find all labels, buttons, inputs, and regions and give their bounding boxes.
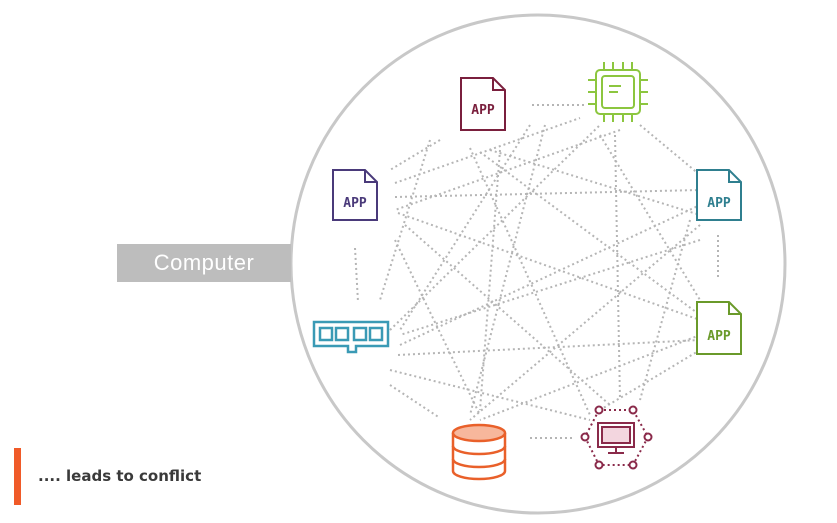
connector-lines	[354, 104, 719, 439]
connector-line	[479, 151, 701, 316]
app-file-icon-left: APP	[332, 169, 378, 221]
connector-line	[469, 124, 546, 416]
connector-line	[479, 149, 501, 411]
connector-line	[614, 134, 621, 401]
connector-line	[389, 124, 601, 331]
connector-line	[394, 189, 701, 198]
connector-line	[469, 224, 701, 421]
connector-line	[639, 124, 701, 176]
app-file-right-lower-label: APP	[707, 329, 731, 344]
app-file-right-label: APP	[707, 196, 731, 211]
app-file-icon-right: APP	[696, 169, 742, 221]
app-file-icon-right-lower: APP	[696, 301, 742, 355]
monitor-network-icon	[580, 405, 653, 470]
connector-line	[489, 149, 701, 216]
computer-boundary-circle	[289, 13, 787, 515]
accent-bar	[14, 448, 21, 505]
app-file-left-label: APP	[343, 196, 367, 211]
computer-label: Computer	[117, 244, 291, 282]
connector-line	[399, 204, 701, 346]
connector-line	[404, 224, 611, 406]
connector-line	[479, 334, 701, 421]
connector-line	[599, 349, 701, 411]
connector-line	[469, 147, 591, 416]
connector-line	[399, 239, 701, 336]
connector-line	[389, 139, 441, 171]
connector-line	[639, 219, 691, 401]
connector-line	[397, 339, 701, 356]
connector-line	[397, 212, 701, 321]
connector-line	[389, 384, 441, 419]
connector-line	[389, 369, 591, 421]
app-file-top-label: APP	[471, 103, 495, 118]
cpu-chip-icon	[588, 62, 648, 122]
connector-line	[394, 129, 621, 211]
app-file-icon-top: APP	[460, 77, 506, 131]
connector-line	[354, 247, 359, 303]
ram-module-icon	[312, 320, 390, 354]
connector-line	[399, 124, 531, 331]
conflict-caption: .... leads to conflict	[38, 467, 202, 485]
connector-line	[379, 139, 431, 301]
connector-line	[599, 134, 701, 301]
database-icon	[451, 423, 507, 481]
